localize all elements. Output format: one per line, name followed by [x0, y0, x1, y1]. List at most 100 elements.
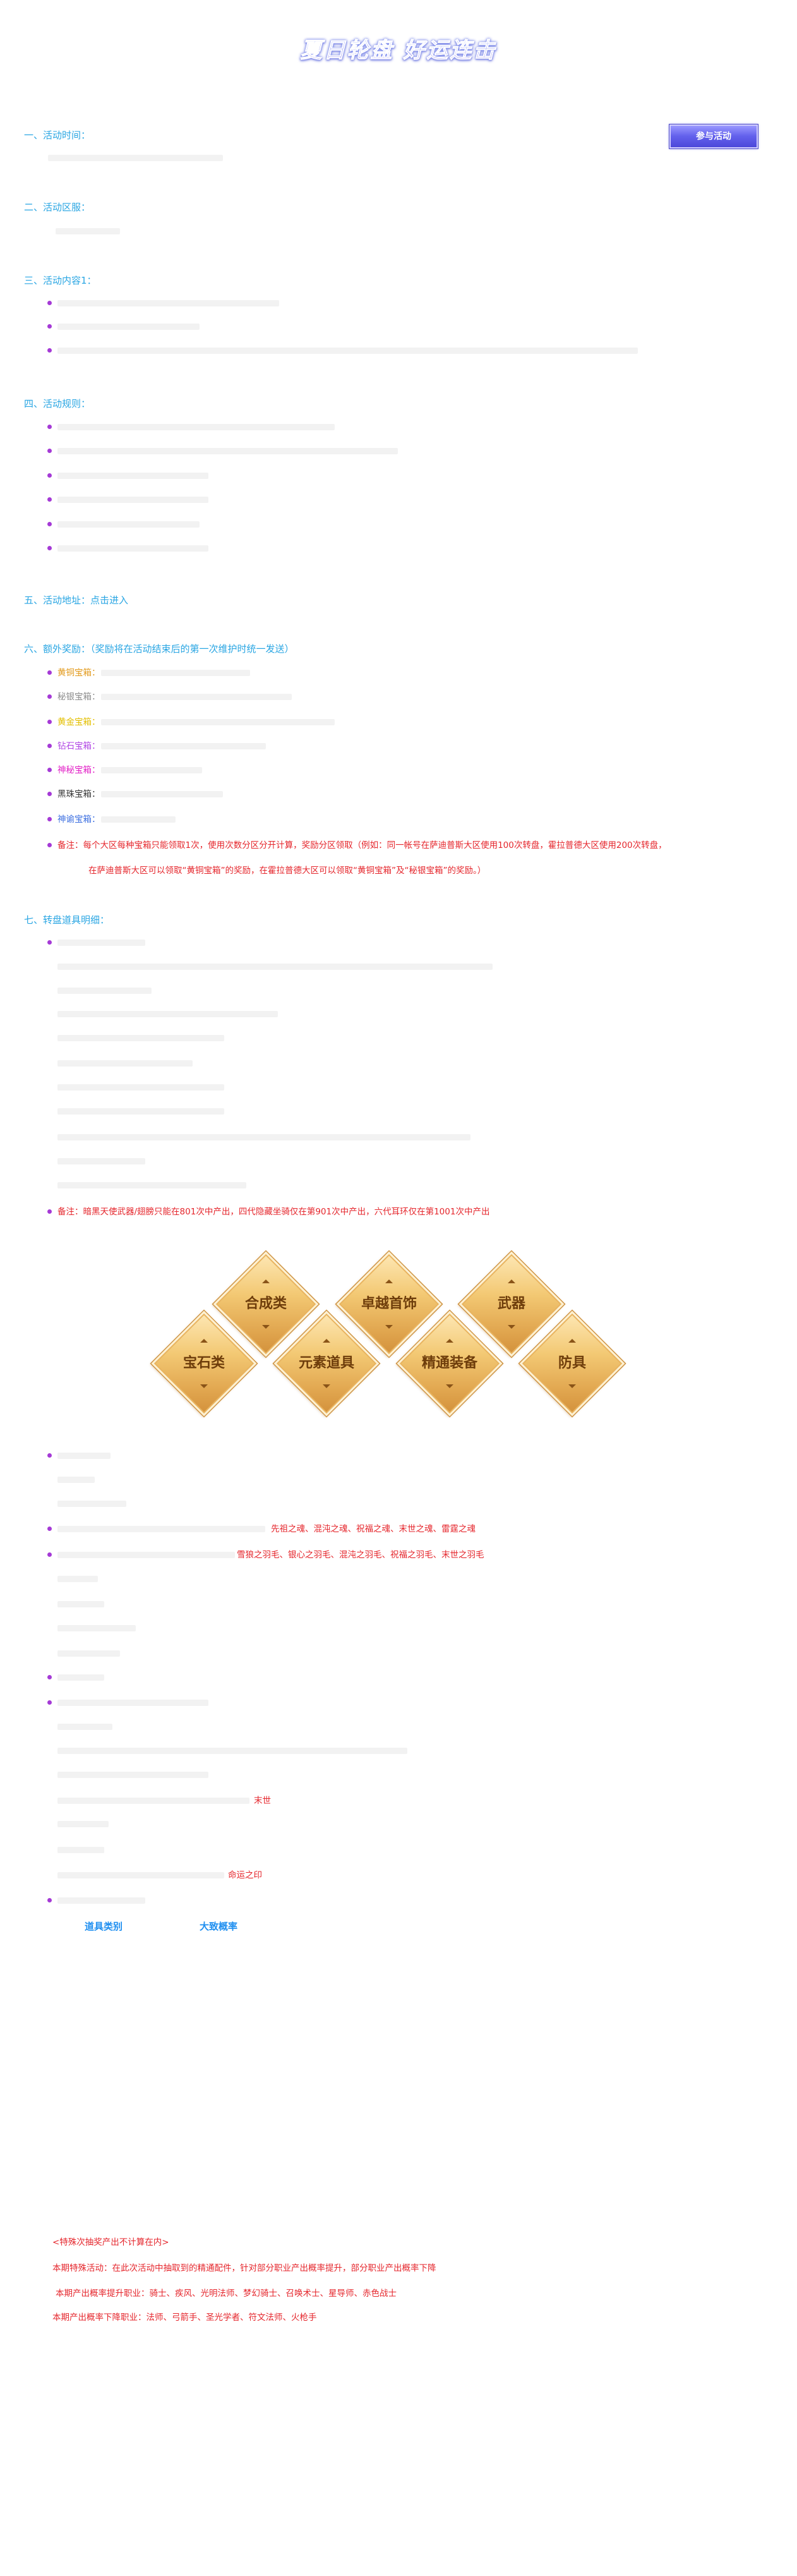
bullet-icon [47, 1453, 52, 1458]
bullet-icon [47, 1209, 52, 1214]
bullet-icon [47, 694, 52, 699]
bullet-icon [47, 449, 52, 453]
chevron-down-icon [200, 1384, 208, 1388]
category-label: 精通装备 [421, 1355, 477, 1371]
faint-text-line [57, 1134, 470, 1140]
bullet-icon [47, 473, 52, 478]
bullet-icon [47, 425, 52, 429]
bullet-icon [47, 792, 52, 796]
section-items-heading: 七、转盘道具明细： [24, 914, 110, 926]
faint-text-line [57, 1700, 208, 1706]
faint-text-line [57, 300, 279, 306]
faint-text-line [57, 324, 200, 330]
bullet-icon [47, 1700, 52, 1705]
chevron-up-icon [200, 1339, 208, 1343]
section-address-heading: 五、活动地址： [24, 595, 91, 606]
bullet-icon [47, 348, 52, 353]
faint-text-line [101, 791, 223, 797]
faint-text-line [57, 497, 208, 503]
footer-note-rate-up: 本期产出概率提升职业：骑士、疾风、光明法师、梦幻骑士、召唤术士、星导师、赤色战士 [56, 2289, 397, 2299]
faint-text-line [57, 545, 208, 552]
chest-label-brass: 黄铜宝箱： [57, 668, 100, 678]
bullet-icon [47, 324, 52, 329]
bullet-icon [47, 546, 52, 550]
category-label: 卓越首饰 [361, 1296, 417, 1312]
faint-text-line [57, 521, 200, 528]
category-synthesis[interactable]: 合成类 [213, 1251, 319, 1357]
bullet-icon [47, 670, 52, 675]
event-title: 夏日轮盘 好运连击 [0, 38, 797, 64]
chevron-down-icon [446, 1384, 453, 1388]
footer-note-rate-down: 本期产出概率下降职业：法师、弓箭手、圣光学者、符文法师、火枪手 [52, 2313, 317, 2323]
section-content-heading: 三、活动内容1： [24, 275, 97, 286]
category-armor[interactable]: 防具 [519, 1310, 625, 1417]
enter-event-link[interactable]: 点击进入 [90, 595, 129, 606]
bullet-icon [47, 1898, 52, 1902]
faint-text-line [57, 988, 152, 994]
category-label: 防具 [558, 1355, 586, 1371]
chevron-up-icon [568, 1339, 576, 1343]
faint-text-line [57, 1748, 407, 1754]
faint-text-line [57, 1724, 112, 1730]
bullet-icon [47, 1527, 52, 1531]
faint-text-line [57, 1625, 136, 1631]
chevron-up-icon [262, 1279, 270, 1283]
faint-text-line [57, 1772, 208, 1778]
chevron-up-icon [446, 1339, 453, 1343]
section-rewards-heading: 六、额外奖励：（奖励将在活动结束后的第一次维护时统一发送） [24, 643, 294, 655]
faint-text-line [57, 1601, 104, 1607]
category-gems[interactable]: 宝石类 [151, 1310, 257, 1417]
faint-text-line [57, 448, 398, 454]
items-note: 备注：暗黑天使武器/翅膀只能在801次中产出，四代隐藏坐骑仅在第901次中产出，… [57, 1207, 490, 1217]
chevron-up-icon [323, 1339, 330, 1343]
faint-text-line [57, 1182, 246, 1188]
chevron-up-icon [508, 1279, 515, 1283]
table-header-probability: 大致概率 [200, 1921, 238, 1932]
chevron-down-icon [568, 1384, 576, 1388]
chest-label-oracle: 神谕宝箱： [57, 814, 100, 825]
section-servers-heading: 二、活动区服： [24, 202, 91, 213]
highlight-feathers: 雪狼之羽毛、银心之羽毛、混沌之羽毛、祝福之羽毛、末世之羽毛 [237, 1550, 484, 1560]
chevron-up-icon [385, 1279, 393, 1283]
chevron-down-icon [262, 1325, 270, 1329]
bullet-icon [47, 301, 52, 305]
faint-text-line [57, 1650, 120, 1657]
section-time-heading: 一、活动时间： [24, 130, 91, 141]
category-elemental-items[interactable]: 元素道具 [273, 1310, 380, 1417]
faint-text-line [57, 1674, 104, 1681]
faint-text-line [101, 743, 266, 749]
table-header-item-category: 道具类别 [85, 1921, 123, 1932]
bullet-icon [47, 1675, 52, 1679]
bullet-icon [47, 497, 52, 502]
category-mastery-gear[interactable]: 精通装备 [397, 1310, 503, 1417]
bullet-icon [47, 522, 52, 526]
chevron-down-icon [385, 1325, 393, 1329]
chest-label-mystery: 神秘宝箱： [57, 765, 100, 775]
bullet-icon [47, 817, 52, 821]
faint-text-line [57, 1084, 224, 1091]
category-label: 合成类 [244, 1296, 287, 1312]
faint-text-line [57, 1847, 104, 1853]
faint-text-line [57, 940, 145, 946]
chevron-down-icon [508, 1325, 515, 1329]
footer-note-special-event: 本期特殊活动：在此次活动中抽取到的精通配件，针对部分职业产出概率提升，部分职业产… [52, 2263, 436, 2273]
faint-text-line [57, 1897, 145, 1904]
bullet-icon [47, 843, 52, 847]
rewards-note-line-2: 在萨迪普斯大区可以领取“黄铜宝箱”的奖励，在霍拉普德大区可以领取“黄铜宝箱”及“… [88, 866, 486, 876]
category-label: 宝石类 [183, 1355, 225, 1371]
faint-text-line [101, 719, 335, 725]
join-event-button[interactable]: 参与活动 [669, 124, 758, 148]
faint-text-line [56, 228, 120, 234]
category-weapons[interactable]: 武器 [458, 1251, 565, 1357]
faint-text-line [57, 1158, 145, 1164]
faint-text-line [57, 1060, 193, 1067]
faint-text-line [101, 816, 176, 823]
faint-text-line [57, 473, 208, 479]
category-excellent-jewelry[interactable]: 卓越首饰 [336, 1251, 442, 1357]
category-label: 元素道具 [298, 1355, 354, 1371]
faint-text-line [57, 1576, 98, 1582]
faint-text-line [57, 1552, 235, 1558]
faint-text-line [57, 1011, 278, 1017]
chest-label-mithril: 秘银宝箱： [57, 692, 100, 702]
faint-text-line [57, 1821, 109, 1827]
